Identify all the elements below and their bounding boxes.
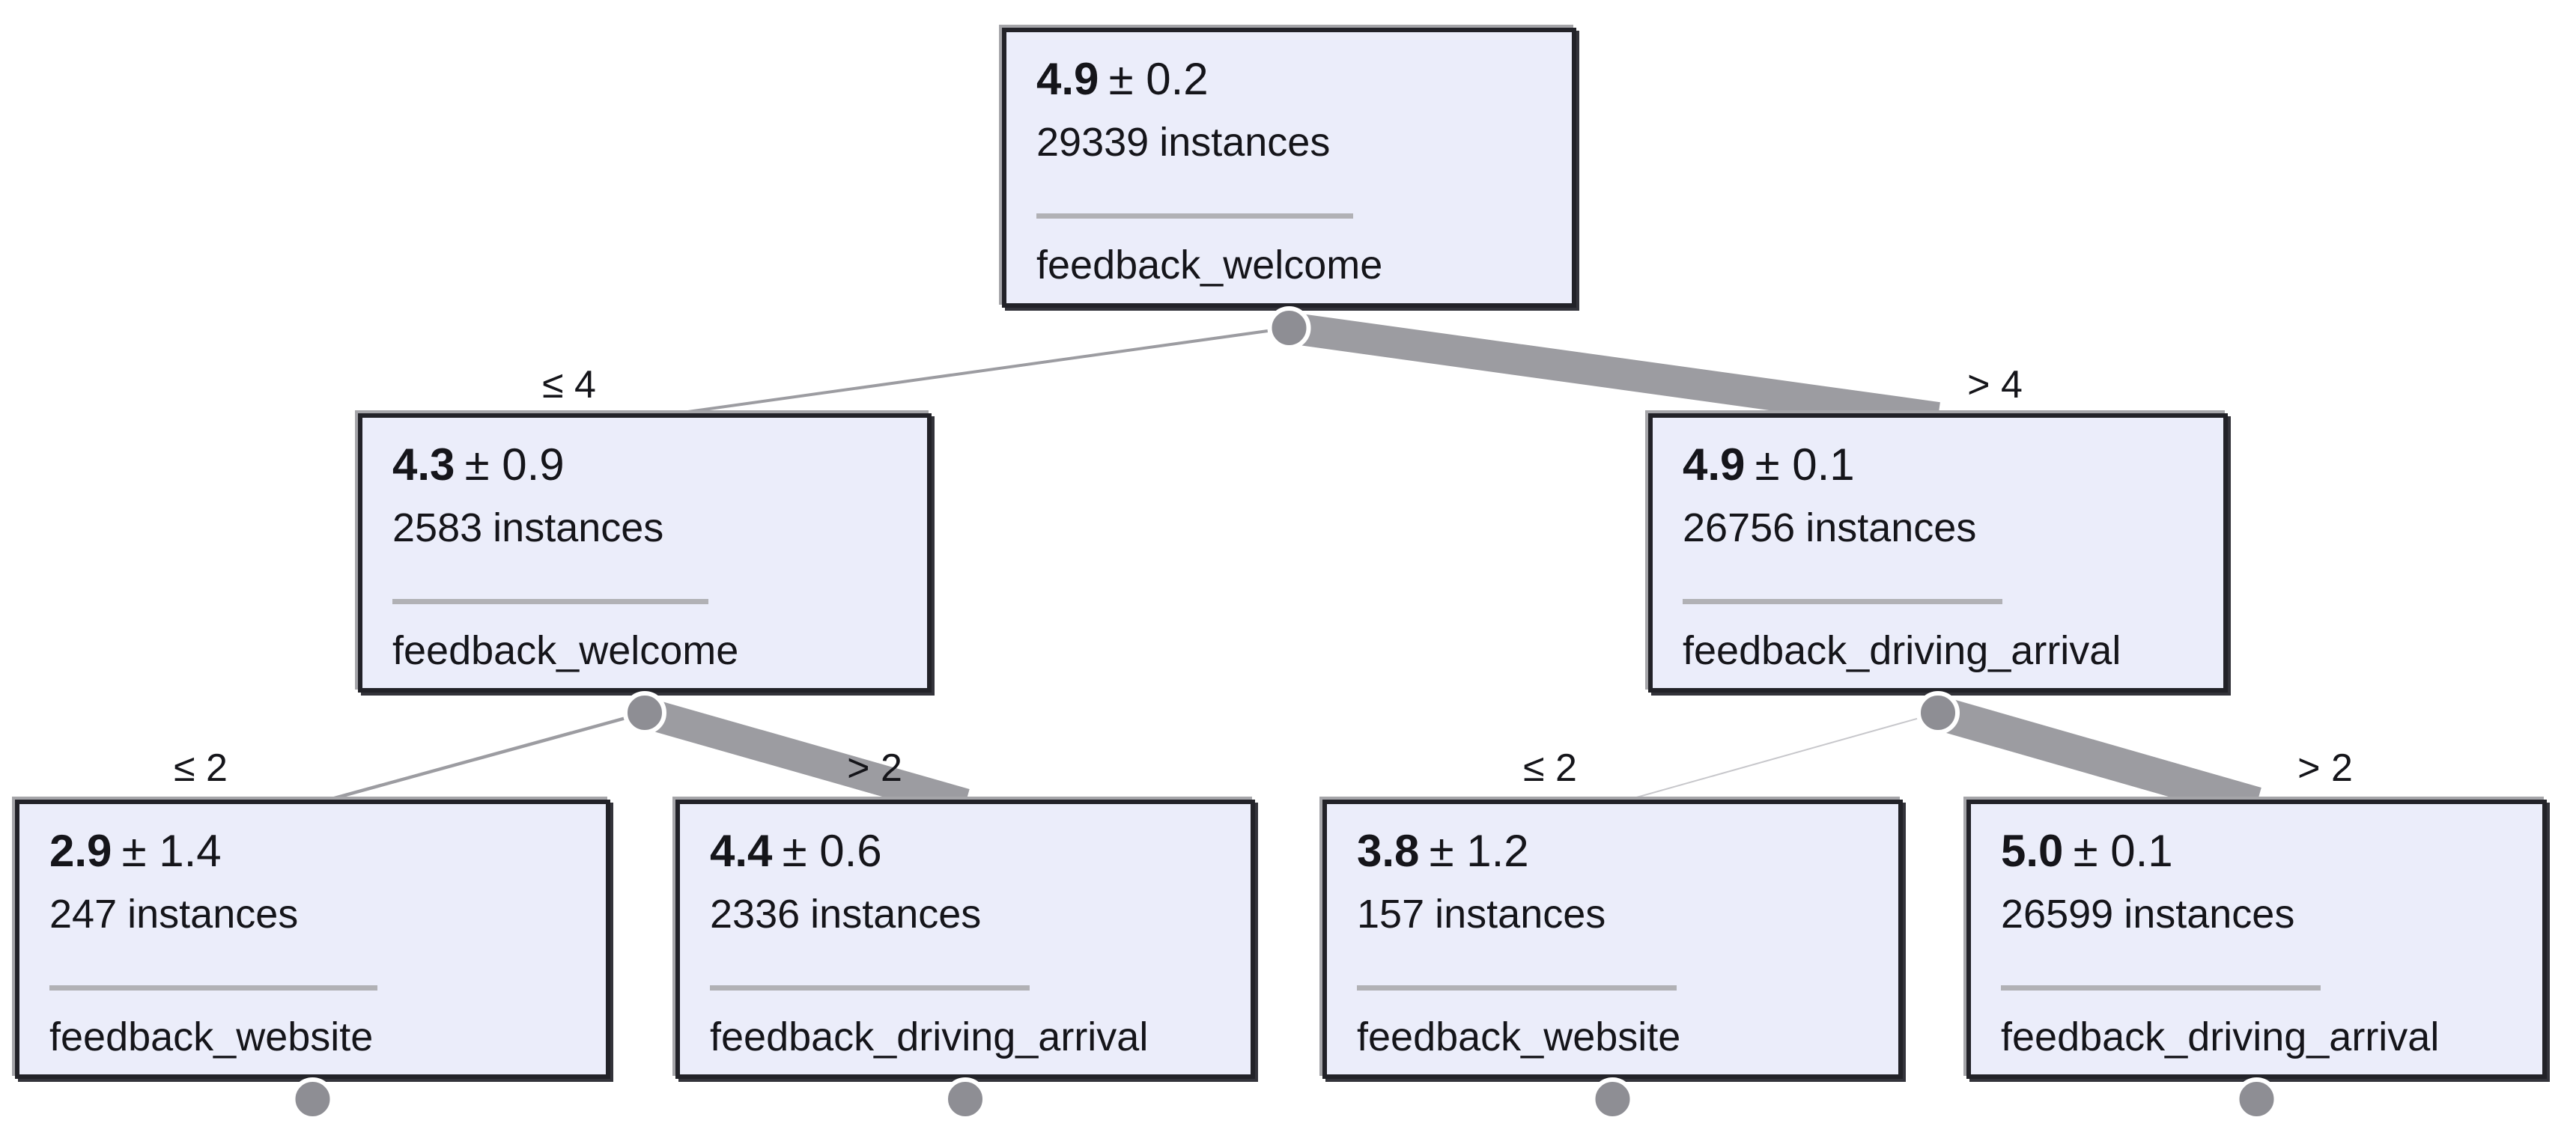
branch-dot-right[interactable] — [1916, 691, 1960, 734]
edge-line-gt4 — [1287, 312, 1940, 433]
node-mean-line: 4.9± 0.2 — [1036, 55, 1209, 104]
node-instance-count: 29339 — [1036, 120, 1149, 165]
node-mean-line: 2.9± 1.4 — [49, 827, 222, 876]
node-mean-value: 4.4 — [710, 826, 773, 876]
node-mean-value: 4.9 — [1036, 54, 1099, 104]
node-instance-count: 2336 — [710, 892, 801, 937]
node-mean-line: 4.9± 0.1 — [1683, 440, 1855, 490]
edge-line-le4 — [644, 326, 1289, 419]
node-mean-line: 4.3± 0.9 — [392, 440, 565, 490]
edge-line-gt2-left — [640, 697, 970, 820]
node-divider — [710, 985, 1030, 991]
node-stddev: ± 0.9 — [464, 439, 565, 490]
node-instance-count: 2583 — [392, 505, 483, 550]
node-instance-count: 157 — [1357, 892, 1425, 937]
edge-label-gt2-right: > 2 — [2297, 746, 2353, 790]
node-mean-line: 4.4± 0.6 — [710, 827, 882, 876]
branch-dot-root[interactable] — [1267, 306, 1311, 350]
node-instance-count: 26756 — [1683, 505, 1796, 550]
node-instance-suffix: instances — [1805, 505, 1977, 550]
node-divider — [49, 985, 378, 991]
branch-dot-right-left[interactable] — [1591, 1077, 1635, 1121]
edge-label-le2-left: ≤ 2 — [174, 746, 228, 790]
node-mean-value: 5.0 — [2001, 826, 2064, 876]
edge-label-gt4: > 4 — [1967, 363, 2023, 407]
node-mean-value: 4.9 — [1683, 439, 1746, 490]
edge-line-gt2-right — [1933, 696, 2261, 821]
branch-dot-right-right[interactable] — [2235, 1077, 2279, 1121]
edge-label-le2-right: ≤ 2 — [1523, 746, 1577, 790]
node-instance-suffix: instances — [1159, 120, 1331, 165]
branch-dot-left-left[interactable] — [291, 1077, 335, 1121]
node-stddev: ± 1.2 — [1429, 826, 1529, 876]
node-divider — [1683, 599, 2002, 604]
node-split-feature: feedback_welcome — [1036, 243, 1383, 287]
edge-line-le2-right — [1612, 712, 1939, 805]
edge-label-le4: ≤ 4 — [542, 363, 596, 407]
node-split-feature: feedback_welcome — [392, 628, 739, 673]
node-split-feature: feedback_driving_arrival — [1683, 628, 2121, 673]
node-stddev: ± 0.1 — [2073, 826, 2173, 876]
edge-line-le2-left — [312, 711, 645, 806]
node-instance-count: 247 — [49, 892, 118, 937]
node-instance-suffix: instances — [493, 505, 664, 550]
node-split-feature: feedback_driving_arrival — [710, 1014, 1149, 1059]
branch-dot-left-right[interactable] — [944, 1077, 987, 1121]
node-mean-value: 2.9 — [49, 826, 112, 876]
edge-label-gt2-left: > 2 — [847, 746, 902, 790]
node-mean-value: 3.8 — [1357, 826, 1420, 876]
node-instance-suffix: instances — [2124, 892, 2295, 937]
node-stddev: ± 0.6 — [782, 826, 882, 876]
node-split-feature: feedback_website — [49, 1014, 374, 1059]
node-stddev: ± 0.2 — [1108, 54, 1209, 104]
node-divider — [1357, 985, 1677, 991]
node-instance-suffix: instances — [1435, 892, 1606, 937]
node-divider — [392, 599, 709, 604]
node-divider — [2001, 985, 2321, 991]
branch-dot-left[interactable] — [623, 691, 666, 734]
node-divider — [1036, 213, 1353, 219]
node-mean-value: 4.3 — [392, 439, 455, 490]
node-stddev: ± 1.4 — [121, 826, 222, 876]
node-instance-count: 26599 — [2001, 892, 2114, 937]
node-mean-line: 3.8± 1.2 — [1357, 827, 1529, 876]
node-instance-suffix: instances — [810, 892, 982, 937]
node-mean-line: 5.0± 0.1 — [2001, 827, 2173, 876]
node-stddev: ± 0.1 — [1755, 439, 1855, 490]
node-instance-suffix: instances — [127, 892, 299, 937]
node-split-feature: feedback_website — [1357, 1014, 1681, 1059]
node-split-feature: feedback_driving_arrival — [2001, 1014, 2440, 1059]
